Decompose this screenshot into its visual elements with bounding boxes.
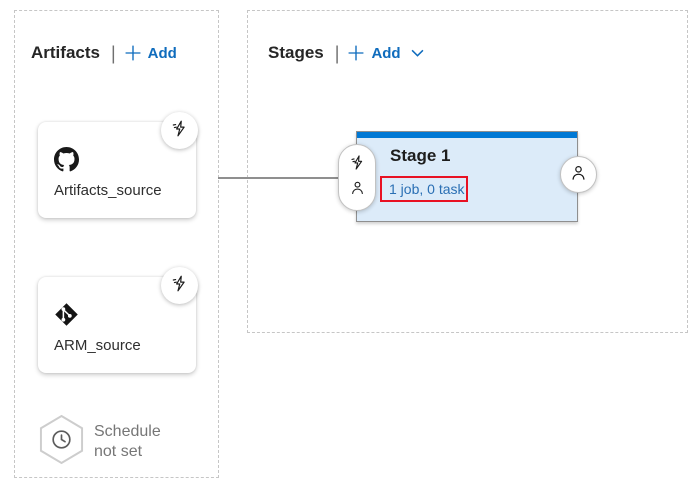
header-divider: | — [334, 41, 340, 64]
header-divider: | — [110, 41, 116, 64]
schedule-status-text: Schedule not set — [94, 422, 161, 462]
person-icon — [569, 163, 588, 187]
continuous-deployment-trigger-badge[interactable] — [161, 112, 198, 149]
stage-status-bar — [357, 132, 577, 138]
post-deployment-conditions-button[interactable] — [560, 156, 597, 193]
chevron-down-icon — [411, 49, 424, 57]
artifacts-title: Artifacts — [31, 43, 100, 62]
plus-icon — [125, 45, 141, 61]
job-task-link[interactable]: 1 job, 0 task — [389, 181, 465, 197]
add-stage-button[interactable]: Add — [348, 44, 424, 62]
schedule-trigger[interactable]: Schedule not set — [38, 414, 161, 470]
artifact-label: Artifacts_source — [54, 182, 162, 199]
schedule-line2: not set — [94, 443, 143, 460]
lightning-trigger-icon — [170, 119, 189, 143]
pre-deployment-conditions-button[interactable] — [338, 144, 376, 211]
job-task-highlight-box: 1 job, 0 task — [380, 176, 468, 202]
git-repo-icon — [54, 302, 79, 332]
stage-title: Stage 1 — [390, 146, 451, 165]
lightning-trigger-icon — [170, 274, 189, 298]
add-artifact-label: Add — [147, 44, 177, 62]
person-icon — [349, 179, 366, 201]
stages-title: Stages — [268, 43, 324, 62]
plus-icon — [348, 45, 364, 61]
artifacts-panel: Artifacts | Add — [14, 10, 219, 478]
artifact-stage-connector-line — [218, 177, 341, 179]
stages-header: Stages | Add — [268, 41, 424, 65]
continuous-deployment-trigger-badge[interactable] — [161, 267, 198, 304]
add-stage-label: Add — [371, 44, 401, 62]
add-artifact-button[interactable]: Add — [125, 45, 177, 62]
artifact-label: ARM_source — [54, 337, 141, 354]
clock-icon — [38, 414, 85, 470]
github-icon — [54, 147, 79, 177]
artifact-card-arm-source[interactable]: ARM_source — [38, 277, 196, 373]
artifacts-header: Artifacts | Add — [31, 41, 177, 65]
lightning-trigger-icon — [349, 154, 366, 176]
schedule-line1: Schedule — [94, 423, 161, 440]
